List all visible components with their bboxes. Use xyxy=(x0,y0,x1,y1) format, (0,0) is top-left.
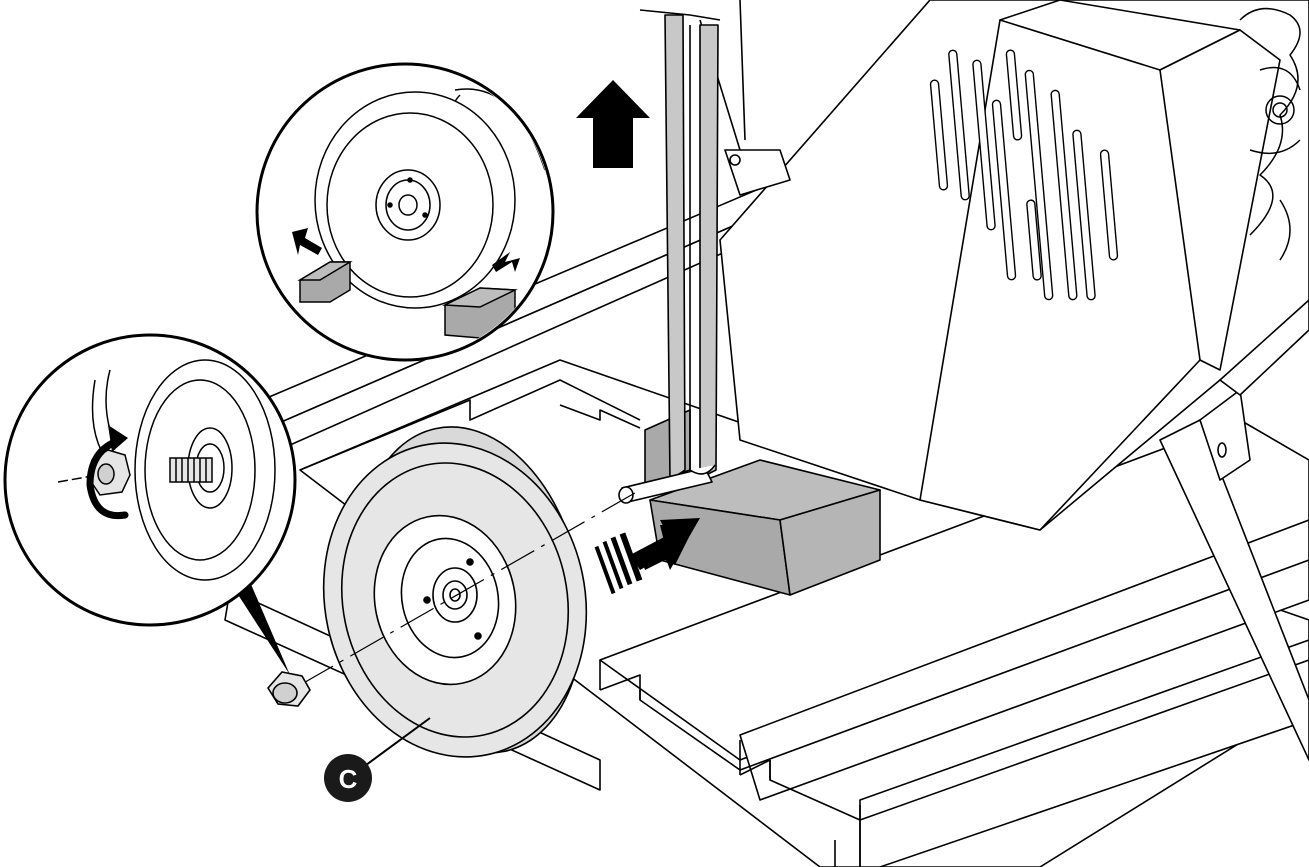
axle-pin-end xyxy=(618,486,634,504)
wheel-tire-groove xyxy=(340,462,570,738)
machine-body xyxy=(699,0,1309,761)
detail-inset-nut xyxy=(3,333,297,675)
vent-slots xyxy=(929,49,1119,301)
handle-bar-left xyxy=(664,14,686,481)
machine-brace xyxy=(1219,299,1309,396)
callout-leader xyxy=(361,717,431,769)
pallet-edge xyxy=(559,404,641,429)
pallet-edge xyxy=(739,659,1309,821)
press-arrow-icon xyxy=(292,228,520,272)
up-arrow-icon xyxy=(576,80,650,168)
inset-pointer xyxy=(235,582,290,675)
nut-icon xyxy=(267,671,311,707)
callout-label: C xyxy=(339,764,358,794)
threaded-stud xyxy=(169,457,213,483)
pallet-slat xyxy=(739,519,1309,801)
machine-leg xyxy=(1159,419,1309,761)
machine-front-panel xyxy=(1159,29,1281,371)
support-block-side xyxy=(779,489,881,596)
push-arrow-icon xyxy=(594,518,700,595)
engine-detail xyxy=(1239,7,1301,261)
wheel-hub-bore xyxy=(449,588,461,602)
machine-leg-bracket xyxy=(1199,389,1251,481)
pallet-edge xyxy=(599,559,1309,771)
pallet-slat xyxy=(599,419,1309,761)
lift-handle xyxy=(618,9,721,504)
rotate-arrow-icon xyxy=(86,425,129,520)
hinge-bracket xyxy=(724,149,791,196)
detail-inset-blocks xyxy=(255,62,555,362)
pallet-edge xyxy=(299,379,641,471)
axis-line xyxy=(299,489,641,686)
handle-bar-right xyxy=(699,24,719,479)
callout-badge xyxy=(324,754,372,802)
wheel-assembly xyxy=(322,426,588,758)
